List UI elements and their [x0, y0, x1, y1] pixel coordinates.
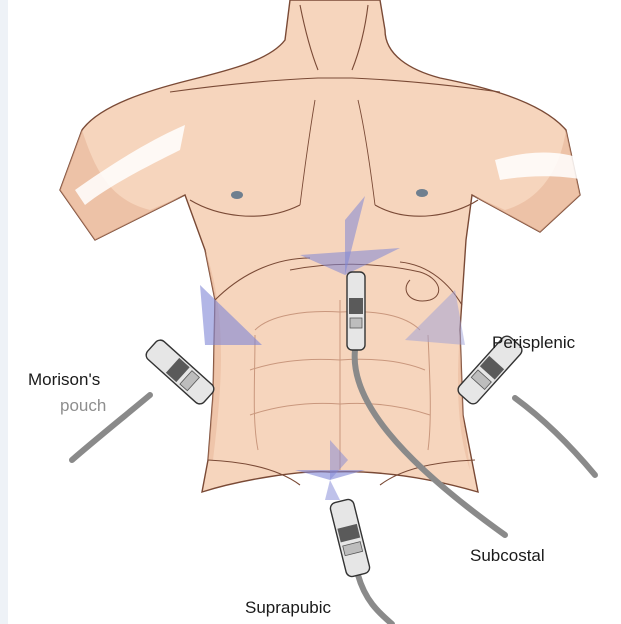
morisons-probe [144, 338, 217, 407]
right-nipple [416, 189, 428, 197]
torso-body [60, 0, 580, 492]
label-pouch: pouch [60, 396, 106, 416]
right-arm-highlight [495, 153, 585, 181]
label-subcostal: Subcostal [470, 546, 545, 566]
subcostal-probe-grip [349, 298, 363, 314]
suprapubic-beam-lower [325, 480, 340, 500]
left-nipple [231, 191, 243, 199]
suprapubic-probe [329, 498, 371, 578]
subcostal-probe-band [350, 318, 362, 328]
subcostal-probe [347, 272, 365, 350]
suprapubic-cable [358, 575, 392, 624]
left-edge-strip [0, 0, 8, 624]
label-suprapubic: Suprapubic [245, 598, 331, 618]
label-morisons: Morison's [28, 370, 100, 390]
perisplenic-cable [515, 398, 595, 475]
label-perisplenic: Perisplenic [492, 333, 575, 353]
